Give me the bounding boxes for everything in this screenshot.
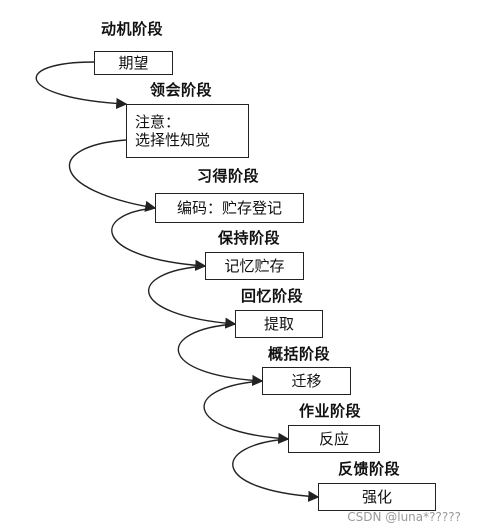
connector-6 (203, 380, 290, 444)
stage-box-feedback: 强化 (318, 483, 436, 511)
stage-title-acquisition: 习得阶段 (197, 167, 260, 185)
connector-5 (177, 323, 264, 387)
stage-box-performance: 反应 (288, 425, 380, 453)
connector-7 (232, 438, 320, 502)
stage-box-line: 强化 (361, 488, 392, 506)
stage-box-line: 记忆贮存 (224, 257, 285, 275)
stage-box-line: 选择性知觉 (135, 131, 211, 149)
stage-title-retention: 保持阶段 (218, 229, 281, 247)
stage-box-retention: 记忆贮存 (205, 252, 304, 280)
stage-box-line: 注意： (135, 113, 181, 131)
connector-1 (35, 61, 128, 110)
connector-4 (148, 265, 237, 329)
stage-box-line: 反应 (318, 430, 349, 448)
connector-3 (111, 207, 207, 271)
stage-box-motivation: 期望 (94, 51, 173, 75)
stage-box-generalization: 迁移 (262, 367, 351, 395)
stage-title-feedback: 反馈阶段 (338, 460, 401, 478)
stage-title-recall: 回忆阶段 (241, 287, 304, 305)
stage-box-line: 迁移 (291, 372, 322, 390)
stage-box-apprehending: 注意： 选择性知觉 (126, 104, 249, 158)
stage-box-line: 编码：贮存登记 (176, 199, 282, 217)
stage-box-line: 提取 (263, 315, 294, 333)
stage-title-performance: 作业阶段 (299, 402, 362, 420)
stage-title-motivation: 动机阶段 (101, 20, 164, 38)
stage-title-apprehending: 领会阶段 (150, 81, 213, 99)
stage-title-generalization: 概括阶段 (268, 345, 331, 363)
connector-2 (68, 139, 157, 212)
stage-box-line: 期望 (118, 54, 149, 72)
stage-box-acquisition: 编码：贮存登记 (155, 193, 304, 223)
watermark-text: CSDN @luna*????? (347, 510, 461, 524)
stage-box-recall: 提取 (235, 310, 323, 338)
